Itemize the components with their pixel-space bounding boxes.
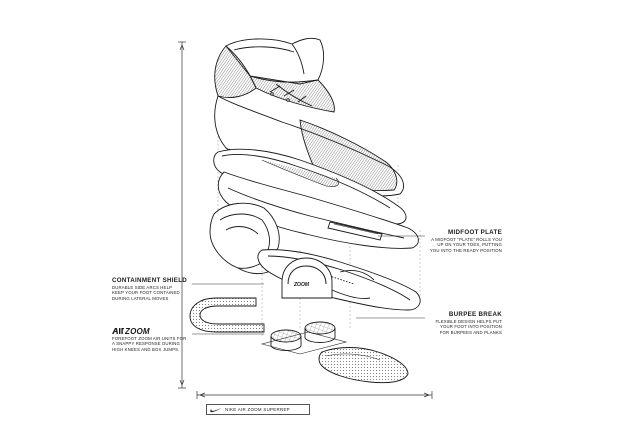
forefoot-outsole-plate (318, 347, 409, 384)
callout-burpee-line-2: YOUR FOOT INTO POSITION (439, 324, 502, 330)
callout-midfoot-line-1: A MIDFOOT "PLATE" ROLLS YOU (431, 237, 502, 242)
callout-midfoot-plate: MIDFOOT PLATE A MIDFOOT "PLATE" ROLLS YO… (428, 229, 502, 253)
swoosh-icon (210, 407, 222, 412)
air-logo-icon (112, 328, 124, 334)
height-dimension-line (178, 41, 186, 389)
callout-air-zoom: ZOOM FOREFOOT ZOOM AIR UNITS FOR A SNAPP… (112, 326, 192, 352)
callout-burpee-title: BURPEE BREAK (448, 311, 502, 318)
callout-containment-line-3: DURING LATERAL MOVES (112, 295, 169, 301)
callout-midfoot-title: MIDFOOT PLATE (448, 229, 502, 236)
callout-midfoot-line-2: UP ON YOUR TOES, PUTTING (437, 242, 502, 248)
callout-zoom-line-1: FOREFOOT ZOOM AIR UNITS FOR (112, 336, 187, 341)
zoom-air-units (260, 321, 348, 355)
heel-clip (189, 297, 265, 333)
callout-containment-title: CONTAINMENT SHIELD (112, 277, 188, 284)
midsole (217, 171, 419, 249)
callout-leaders (192, 235, 425, 335)
callout-midfoot-line-3: YOU INTO THE READY POSITION (429, 247, 502, 253)
length-dimension-line (196, 391, 433, 399)
caption-text: NIKE AIR ZOOM SUPERREP (225, 407, 290, 412)
shoe-upper (214, 37, 404, 197)
callout-zoom-line-3: HIGH KNEES AND BOX JUMPS. (112, 346, 180, 352)
air-zoom-logo-text: ZOOM (125, 326, 150, 336)
callout-burpee-break: BURPEE BREAK FLEXIBLE DESIGN HELPS PUT Y… (428, 311, 502, 335)
zoom-unit-label: ZOOM (293, 282, 310, 288)
zoom-housing (281, 257, 375, 299)
callout-burpee-line-1: FLEXIBLE DESIGN HELPS PUT (435, 319, 502, 324)
callout-burpee-line-3: FOR BURPEES AND PLANKS (439, 329, 502, 335)
callout-containment-line-1: DURABLE SIDE ARCS HELP (112, 285, 173, 290)
callout-zoom-line-2: A SNAPPY RESPONSE DURING (112, 341, 180, 347)
callout-containment-shield: CONTAINMENT SHIELD DURABLE SIDE ARCS HEL… (112, 277, 192, 301)
product-caption: NIKE AIR ZOOM SUPERREP (206, 404, 310, 415)
callout-containment-line-2: KEEP YOUR FOOT CONTAINED (112, 290, 180, 296)
air-zoom-logo: ZOOM (112, 326, 192, 336)
